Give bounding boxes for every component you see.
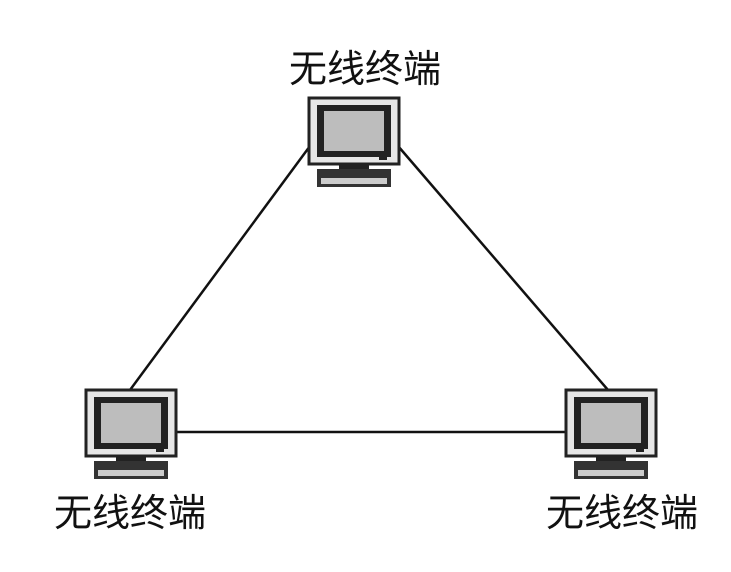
computer-icon — [84, 388, 178, 481]
node-label-bottom-right: 无线终端 — [545, 491, 699, 535]
link-top-bottom-left — [128, 145, 312, 391]
link-top-bottom-right — [397, 145, 609, 391]
node-label-bottom-left: 无线终端 — [53, 491, 207, 535]
node-label-top: 无线终端 — [288, 47, 442, 91]
computer-icon — [307, 96, 401, 189]
computer-icon — [564, 388, 658, 481]
